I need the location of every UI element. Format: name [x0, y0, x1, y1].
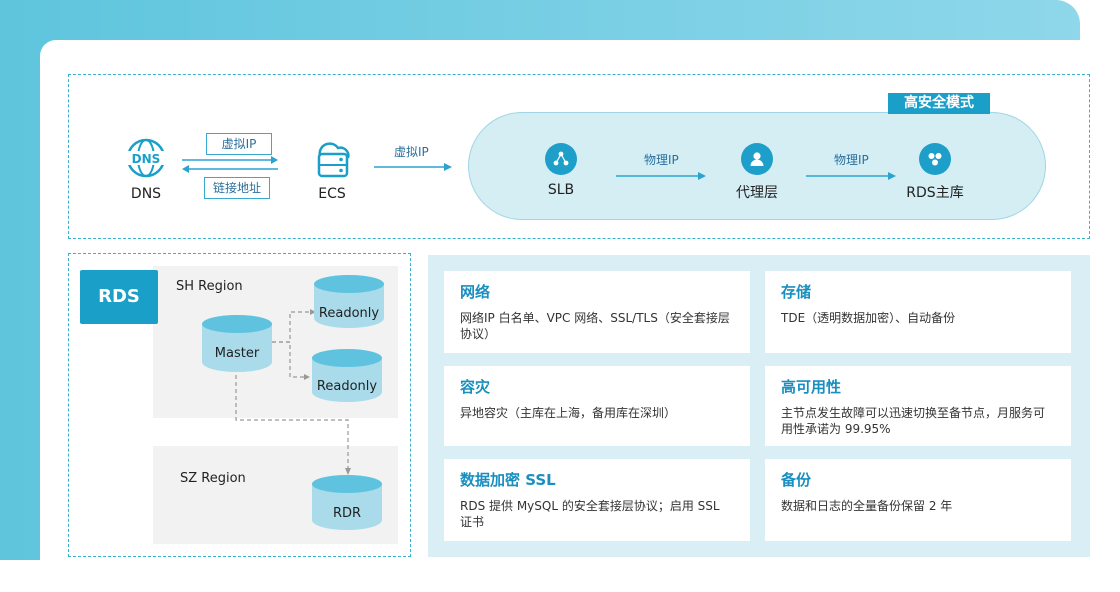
dns-label: DNS: [130, 186, 162, 202]
region-connectors: [235, 309, 351, 475]
feature-desc: 异地容灾（主库在上海，备用库在深圳）: [460, 406, 677, 420]
rdr-db-icon: [311, 474, 383, 532]
sz-region-label: SZ Region: [180, 471, 246, 486]
feature-desc: 主节点发生故障可以迅速切换至备节点，月服务可用性承诺为 99.95%: [781, 406, 1046, 436]
feature-title: 存储: [781, 283, 812, 301]
feature-desc: RDS 提供 MySQL 的安全套接层协议；启用 SSL 证书: [460, 499, 720, 529]
virtual-ip-arrow-label: 虚拟IP: [394, 145, 429, 159]
feature-disaster-recovery: 容灾 异地容灾（主库在上海，备用库在深圳）: [444, 366, 750, 446]
proxy-icon: [741, 143, 773, 175]
slb-proxy-arrow: [616, 172, 706, 180]
proxy-label: 代理层: [736, 185, 778, 201]
top-flow-frame: [68, 74, 1090, 239]
readonly-db-icon-2: [311, 348, 383, 404]
dns-glyph: DNS: [132, 152, 161, 166]
ecs-icon: [310, 134, 356, 180]
feature-desc: 数据和日志的全量备份保留 2 年: [781, 499, 953, 513]
feature-ssl-encryption: 数据加密 SSL RDS 提供 MySQL 的安全套接层协议；启用 SSL 证书: [444, 459, 750, 541]
feature-title: 容灾: [460, 378, 491, 396]
proxy-rds-arrow: [806, 172, 896, 180]
physical-ip-label-1: 物理IP: [644, 153, 679, 167]
slb-label: SLB: [547, 182, 575, 198]
sh-region-label: SH Region: [176, 279, 243, 294]
rds-master-label: RDS主库: [906, 185, 964, 201]
readonly-db-icon-1: [313, 274, 385, 330]
feature-backup: 备份 数据和日志的全量备份保留 2 年: [765, 459, 1071, 541]
ecs-label: ECS: [318, 186, 346, 202]
feature-title: 高可用性: [781, 378, 842, 396]
high-security-tag: 高安全模式: [888, 93, 990, 114]
feature-title: 数据加密 SSL: [460, 471, 556, 489]
readonly-label-2: Readonly: [316, 379, 378, 394]
slb-icon: [545, 143, 577, 175]
feature-desc: TDE（透明数据加密）、自动备份: [781, 311, 956, 325]
virtual-ip-tag: 虚拟IP: [206, 133, 272, 155]
feature-high-availability: 高可用性 主节点发生故障可以迅速切换至备节点，月服务可用性承诺为 99.95%: [765, 366, 1071, 446]
feature-title: 备份: [781, 471, 812, 489]
physical-ip-label-2: 物理IP: [834, 153, 869, 167]
dns-ecs-arrows: [182, 156, 278, 173]
dns-icon: DNS: [126, 138, 166, 178]
rdr-label: RDR: [332, 506, 362, 521]
rds-region-frame: [68, 253, 411, 557]
readonly-label-1: Readonly: [318, 306, 380, 321]
feature-network: 网络 网络IP 白名单、VPC 网络、SSL/TLS（安全套接层协议）: [444, 271, 750, 353]
rds-master-icon: [919, 143, 951, 175]
link-address-tag: 链接地址: [204, 177, 270, 199]
master-label: Master: [214, 346, 260, 361]
feature-storage: 存储 TDE（透明数据加密）、自动备份: [765, 271, 1071, 353]
master-db-icon: [201, 314, 273, 374]
rds-badge: RDS: [80, 270, 158, 324]
ecs-slb-arrow: [374, 163, 452, 171]
feature-desc: 网络IP 白名单、VPC 网络、SSL/TLS（安全套接层协议）: [460, 311, 730, 341]
feature-title: 网络: [460, 283, 491, 301]
